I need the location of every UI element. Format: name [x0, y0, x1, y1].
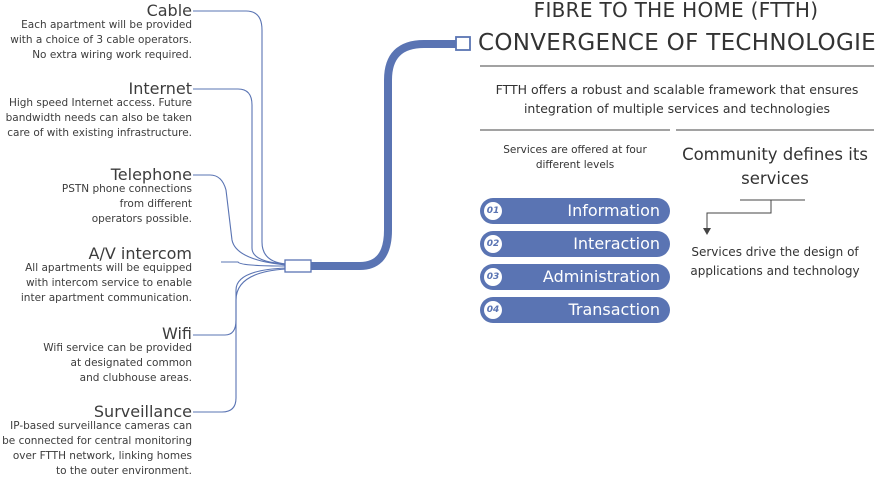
- service-desc-surveillance: IP-based surveillance cameras can be con…: [2, 420, 192, 477]
- service-title-telephone: Telephone: [110, 165, 192, 184]
- service-desc-av-intercom: All apartments will be equipped with int…: [20, 262, 192, 304]
- service-title-wifi: Wifi: [162, 324, 192, 343]
- av-intercom-connector: [221, 261, 287, 267]
- level-label: Information: [567, 201, 660, 220]
- page-title: FIBRE TO THE HOME (FTTH): [533, 0, 819, 22]
- surveillance-connector: [193, 268, 287, 413]
- service-title-cable: Cable: [146, 1, 192, 20]
- service-title-av-intercom: A/V intercom: [88, 244, 192, 263]
- level-label: Interaction: [573, 234, 660, 253]
- fibre-trunk: [310, 40, 456, 270]
- community-arrow-line: [706, 200, 772, 229]
- telephone-connector: [193, 174, 287, 266]
- junction-box: [284, 259, 312, 273]
- level-interaction: 02 Interaction: [480, 231, 670, 257]
- internet-connector: [193, 88, 287, 265]
- level-number: 02: [484, 235, 502, 253]
- community-arrow-head: [703, 228, 711, 235]
- service-title-internet: Internet: [128, 79, 192, 98]
- service-desc-telephone: PSTN phone connections from different op…: [61, 183, 192, 225]
- level-information: 01 Information: [480, 198, 670, 224]
- page-subtitle: CONVERGENCE OF TECHNOLOGIES: [478, 30, 875, 56]
- level-transaction: 04 Transaction: [480, 297, 670, 323]
- service-desc-wifi: Wifi service can be provided at designat…: [43, 342, 192, 384]
- level-label: Transaction: [568, 300, 660, 319]
- level-administration: 03 Administration: [480, 264, 670, 290]
- level-number: 03: [484, 268, 502, 286]
- community-title: Community defines its services: [682, 145, 868, 188]
- wifi-connector: [193, 267, 287, 336]
- service-title-surveillance: Surveillance: [93, 402, 192, 421]
- level-label: Administration: [542, 267, 660, 286]
- levels-caption: Services are offered at four different l…: [503, 144, 647, 171]
- cable-connector: [193, 10, 287, 265]
- community-note: Services drive the design of application…: [690, 245, 860, 278]
- level-number: 01: [484, 202, 502, 220]
- home-terminal: [455, 36, 471, 51]
- service-desc-internet: High speed Internet access. Future bandw…: [5, 97, 192, 139]
- service-desc-cable: Each apartment will be provided with a c…: [10, 19, 192, 61]
- level-number: 04: [484, 301, 502, 319]
- intro-text: FTTH offers a robust and scalable framew…: [495, 82, 859, 116]
